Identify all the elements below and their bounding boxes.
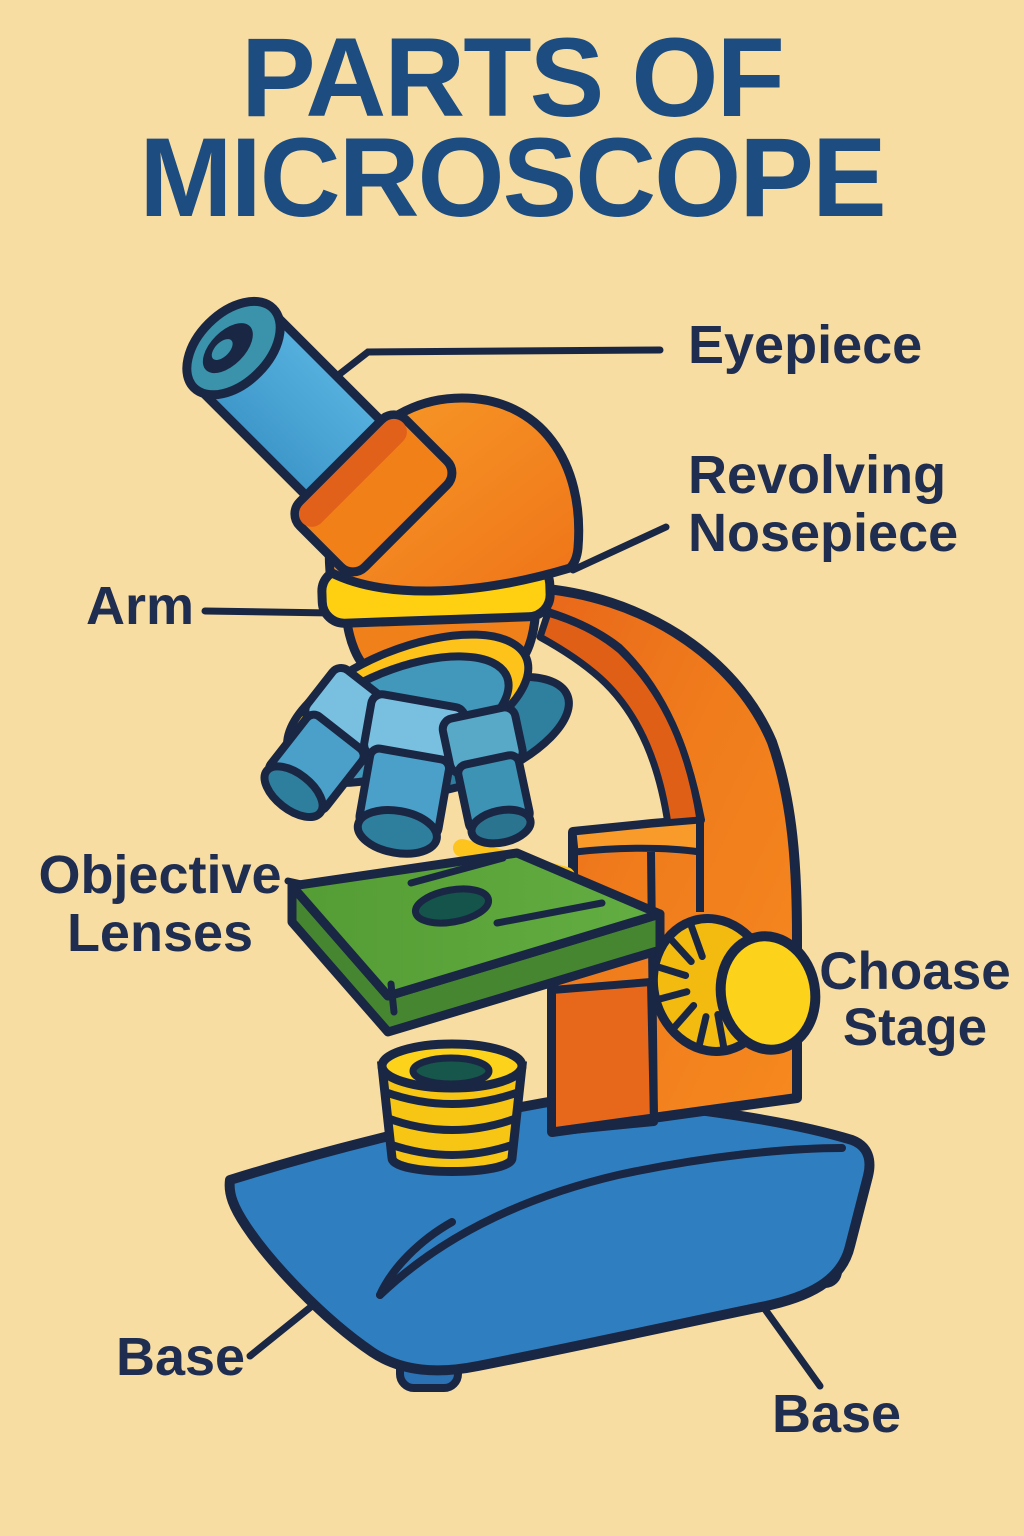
- label-coarse-stage-line1: Choase: [819, 942, 1011, 1001]
- eyepiece-hole-inner: [211, 339, 233, 360]
- base-crease-line-2: [376, 1218, 456, 1299]
- objective-lens-middle: [353, 690, 469, 858]
- illuminator-ring-1: [383, 1088, 521, 1108]
- poster-title-line1: PARTS OF: [241, 15, 785, 140]
- base-left-leader-line: [246, 1302, 316, 1360]
- label-revolving-nosepiece-line1: Revolving: [688, 445, 947, 505]
- pillar-bottom-edge: [551, 1093, 798, 1137]
- knob-ribs: [651, 919, 728, 1054]
- label-objective-lenses-line1: Objective: [38, 845, 282, 905]
- pillar-left-face: [548, 978, 658, 1136]
- label-revolving-nosepiece: Revolving Nosepiece: [688, 446, 958, 562]
- objective-right-end: [467, 805, 535, 848]
- nosepiece-leader-line: [569, 523, 670, 574]
- coarse-knob-graphic: [648, 914, 821, 1056]
- label-base-left: Base: [116, 1327, 246, 1387]
- poster-title: PARTS OF MICROSCOPE: [0, 15, 1024, 240]
- label-base-right: Base: [772, 1384, 902, 1444]
- illuminator-body: [376, 1061, 528, 1176]
- stage-top: [287, 848, 665, 1001]
- base-crease-line: [376, 1144, 846, 1299]
- label-objective-lenses: Objective Lenses: [30, 846, 290, 962]
- illuminator-ring-2: [385, 1114, 519, 1134]
- eyepiece-leader-line: [328, 346, 664, 384]
- stage-edge-tick: [387, 980, 398, 1016]
- label-arm: Arm: [86, 576, 195, 636]
- arm-bracket-top: [569, 816, 704, 856]
- nosepiece-graphic: [260, 630, 573, 858]
- poster-title-line2: MICROSCOPE: [139, 115, 886, 240]
- illuminator-lens: [409, 1054, 493, 1088]
- base-graphic: [224, 1093, 875, 1392]
- stage-aperture: [411, 885, 493, 927]
- objective-lens-right: [438, 703, 535, 848]
- illuminator-graphic: [376, 1039, 528, 1176]
- eyepiece-collar: [290, 410, 457, 577]
- stage-streak-2: [493, 899, 606, 927]
- label-eyepiece: Eyepiece: [688, 315, 923, 375]
- label-coarse-stage-line2: Stage: [842, 998, 988, 1057]
- knob-face: [715, 931, 821, 1055]
- label-coarse-stage: Choase Stage: [815, 944, 1015, 1056]
- arm-leader-line: [201, 607, 336, 617]
- stage-graphic: [287, 839, 665, 1037]
- illuminator-ring-3: [387, 1140, 517, 1159]
- label-objective-lenses-line2: Lenses: [66, 903, 254, 963]
- stage-streak-1: [407, 854, 507, 887]
- objective-middle-end: [353, 806, 441, 858]
- base-body: [224, 1093, 875, 1376]
- objective-left-end: [260, 762, 327, 821]
- label-revolving-nosepiece-line2: Nosepiece: [688, 503, 959, 563]
